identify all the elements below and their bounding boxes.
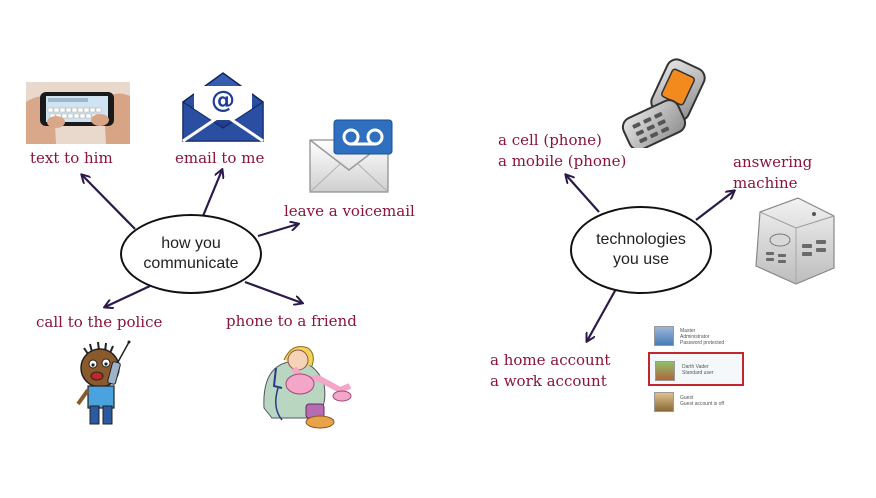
center-node-communicate: how you communicate [120, 214, 262, 294]
svg-text:@: @ [211, 86, 235, 114]
label-text-to-him: text to him [30, 149, 113, 167]
arrow-to-cell [566, 175, 600, 213]
center-line-2: you use [612, 251, 670, 268]
girl-on-phone-icon [263, 346, 352, 429]
label-email-to-me: email to me [175, 149, 265, 167]
label-line: answering [733, 153, 813, 171]
label-phone-to-a-friend: phone to a friend [226, 312, 357, 330]
arrow-to-answering-machine [695, 191, 734, 221]
label-line: a mobile (phone) [498, 152, 627, 170]
label-call-to-the-police: call to the police [36, 313, 163, 331]
answering-machine-icon [755, 197, 835, 285]
account-name: Master [680, 328, 696, 334]
arrow-to-email [201, 170, 222, 217]
arrow-to-accounts [587, 288, 617, 341]
account-avatar-icon [654, 392, 674, 412]
user-accounts-icon: Master Administrator Password protected … [646, 322, 750, 418]
account-row-master: Master Administrator Password protected [650, 324, 746, 350]
label-leave-a-voicemail: leave a voicemail [284, 202, 415, 220]
label-line: a work account [490, 372, 607, 390]
boy-on-phone-icon [76, 340, 131, 425]
label-line: a cell (phone) [498, 131, 602, 149]
account-role: Standard user [682, 370, 714, 376]
account-status: Password protected [680, 340, 725, 346]
label-line: machine [733, 174, 798, 192]
account-avatar-icon [654, 326, 674, 346]
center-line-1: technologies [596, 231, 686, 248]
email-envelope-icon: @ [182, 72, 264, 143]
center-line-2: communicate [143, 255, 239, 272]
arrow-to-police [105, 285, 151, 307]
account-name: Guest [680, 395, 694, 401]
label-line: a home account [490, 351, 611, 369]
center-node-technologies: technologies you use [570, 206, 712, 294]
center-line-1: how you [161, 235, 221, 252]
arrow-to-text [82, 175, 136, 230]
account-row-darth-vader: Darth Vader Standard user [648, 352, 744, 386]
voicemail-icon [309, 119, 393, 193]
label-home-work-account: a home account a work account [490, 350, 610, 392]
flip-phone-icon [621, 58, 706, 148]
arrow-to-voicemail [257, 224, 298, 238]
smartphone-texting-icon [26, 82, 130, 144]
account-avatar-icon [655, 361, 675, 381]
account-name: Darth Vader [682, 364, 709, 370]
account-role: Administrator [680, 334, 710, 340]
account-status: Guest account is off [680, 401, 725, 407]
label-answering-machine: answering machine [733, 152, 812, 194]
label-cell-mobile: a cell (phone) a mobile (phone) [498, 130, 626, 172]
arrow-to-friend [244, 280, 302, 303]
account-row-guest: Guest Guest account is off [650, 390, 746, 416]
